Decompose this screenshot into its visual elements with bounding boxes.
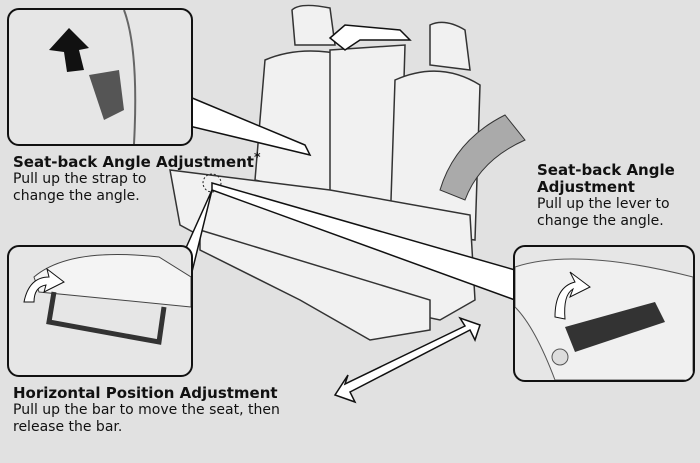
lever-inset [513, 245, 695, 382]
asterisk: * [253, 149, 261, 164]
strap-title: Seat-back Angle Adjustment [13, 153, 254, 171]
lever-caption: Seat-back Angle Adjustment Pull up the l… [537, 162, 675, 230]
headrest-right [429, 21, 471, 71]
lever-desc-line: change the angle. [537, 213, 664, 229]
strap-caption: Seat-back Angle Adjustment* Pull up the … [13, 148, 260, 205]
curved-arrow-icon [554, 271, 591, 320]
horizontal-desc-line: Pull up the bar to move the seat, then [13, 402, 280, 418]
lever-title: Adjustment [537, 178, 635, 196]
strap [89, 70, 124, 120]
lever-desc-line: Pull up the lever to [537, 196, 670, 212]
curved-arrow-icon [23, 267, 65, 303]
recline-arrow-icon [439, 114, 526, 201]
slide-arrow-icon [333, 316, 481, 404]
lever-title: Seat-back Angle [537, 161, 675, 179]
strap-highlight [202, 173, 222, 193]
horizontal-desc-line: release the bar. [13, 419, 123, 435]
lever [565, 302, 665, 352]
up-arrow-icon [49, 28, 89, 72]
strap-inset [7, 8, 193, 146]
horizontal-caption: Horizontal Position Adjustment Pull up t… [13, 385, 280, 436]
bar [46, 291, 167, 345]
strap-desc-line: Pull up the strap to [13, 171, 147, 187]
strap-desc-line: change the angle. [13, 188, 140, 204]
seat-base [199, 228, 431, 341]
headrest-left [291, 4, 336, 46]
horizontal-title: Horizontal Position Adjustment [13, 384, 278, 402]
horizontal-inset [7, 245, 193, 377]
headrest-arrow-icon [328, 24, 412, 51]
